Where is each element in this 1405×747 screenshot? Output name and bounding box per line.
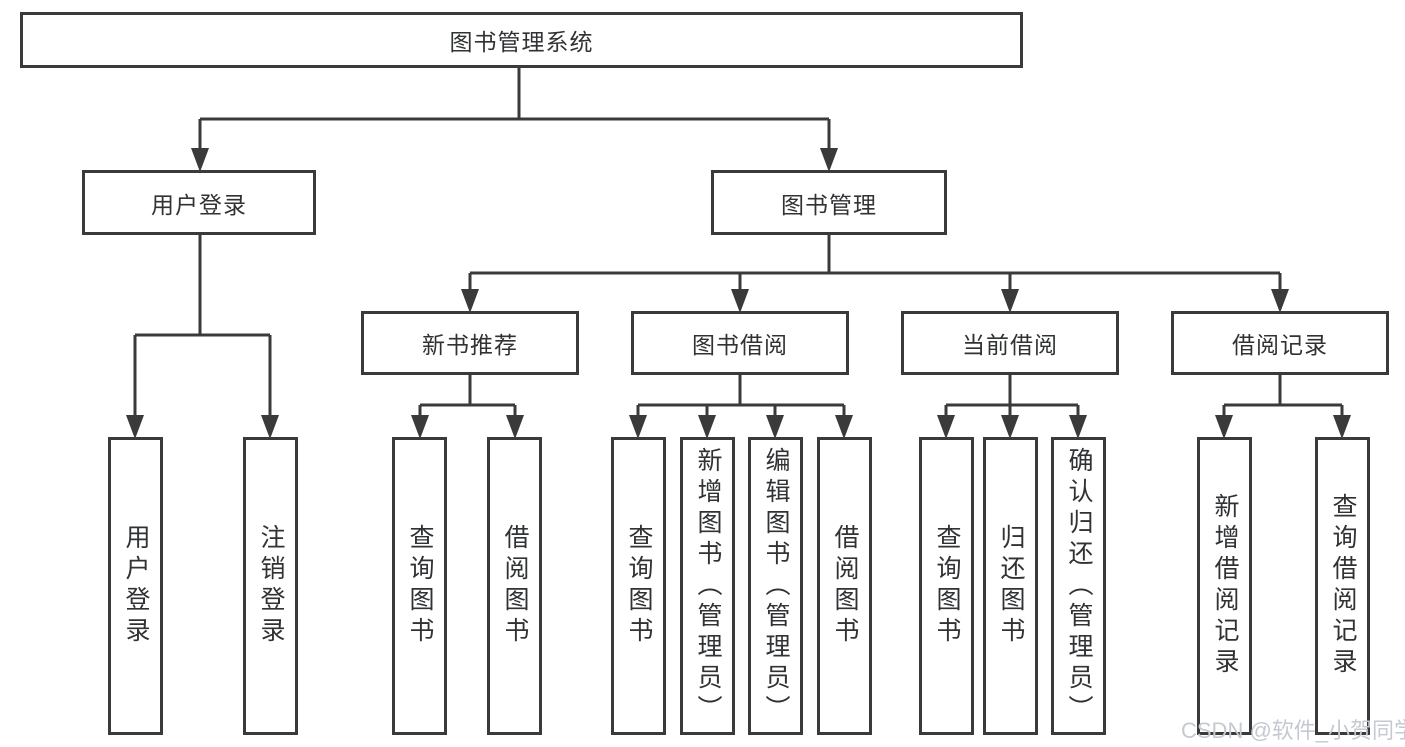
node-label: 查询图书 <box>933 524 961 648</box>
leaf-add-borrow-record: 新增借阅记录 <box>1197 437 1252 735</box>
node-book-borrow: 图书借阅 <box>631 311 849 375</box>
node-label: 借阅记录 <box>1232 332 1328 358</box>
node-library-management-system: 图书管理系统 <box>20 12 1023 68</box>
leaf-query-borrow-record: 查询借阅记录 <box>1315 437 1370 735</box>
node-label: 归还图书 <box>997 524 1025 648</box>
leaf-query-book-borrow: 查询图书 <box>611 437 666 735</box>
connector-recommend-children <box>411 375 524 439</box>
connector-book-management-children <box>461 235 1289 313</box>
node-book-management: 图书管理 <box>711 170 947 235</box>
node-label: 注销登录 <box>257 524 285 648</box>
node-label: 新书推荐 <box>422 332 518 358</box>
leaf-logout: 注销登录 <box>243 437 298 735</box>
leaf-user-login: 用户登录 <box>108 437 163 735</box>
node-label: 当前借阅 <box>962 332 1058 358</box>
node-label: 借阅图书 <box>831 524 859 648</box>
leaf-confirm-return-admin: 确认归还（管理员） <box>1051 437 1106 735</box>
leaf-borrow-book-recommend: 借阅图书 <box>487 437 542 735</box>
connector-root-to-level2 <box>191 67 838 172</box>
node-label: 用户登录 <box>122 524 150 648</box>
leaf-edit-book-admin: 编辑图书（管理员） <box>748 437 803 735</box>
leaf-borrow-book: 借阅图书 <box>817 437 872 735</box>
leaf-return-book: 归还图书 <box>983 437 1038 735</box>
node-user-login: 用户登录 <box>82 170 316 235</box>
node-label: 新增图书（管理员） <box>694 446 722 726</box>
node-borrow-record: 借阅记录 <box>1171 311 1389 375</box>
leaf-query-book-current: 查询图书 <box>919 437 974 735</box>
connector-record-children <box>1215 375 1351 439</box>
node-label: 编辑图书（管理员） <box>762 446 790 726</box>
node-current-borrow: 当前借阅 <box>901 311 1119 375</box>
node-label: 借阅图书 <box>501 524 529 648</box>
leaf-add-book-admin: 新增图书（管理员） <box>680 437 735 735</box>
node-label: 新增借阅记录 <box>1211 493 1239 679</box>
connector-current-children <box>937 375 1087 439</box>
node-label: 用户登录 <box>151 191 247 218</box>
connector-user-login-children <box>126 235 279 439</box>
node-label: 查询图书 <box>625 524 653 648</box>
node-new-book-recommend: 新书推荐 <box>361 311 579 375</box>
node-label: 图书管理 <box>781 191 877 218</box>
node-label: 查询图书 <box>406 524 434 648</box>
node-label: 查询借阅记录 <box>1329 493 1357 679</box>
leaf-query-book-recommend: 查询图书 <box>392 437 447 735</box>
connector-borrow-children <box>629 375 853 439</box>
node-label: 图书管理系统 <box>449 29 594 55</box>
node-label: 图书借阅 <box>692 332 788 358</box>
csdn-watermark: CSDN @软件_小贺同学 <box>1181 718 1405 743</box>
node-label: 确认归还（管理员） <box>1065 446 1093 726</box>
